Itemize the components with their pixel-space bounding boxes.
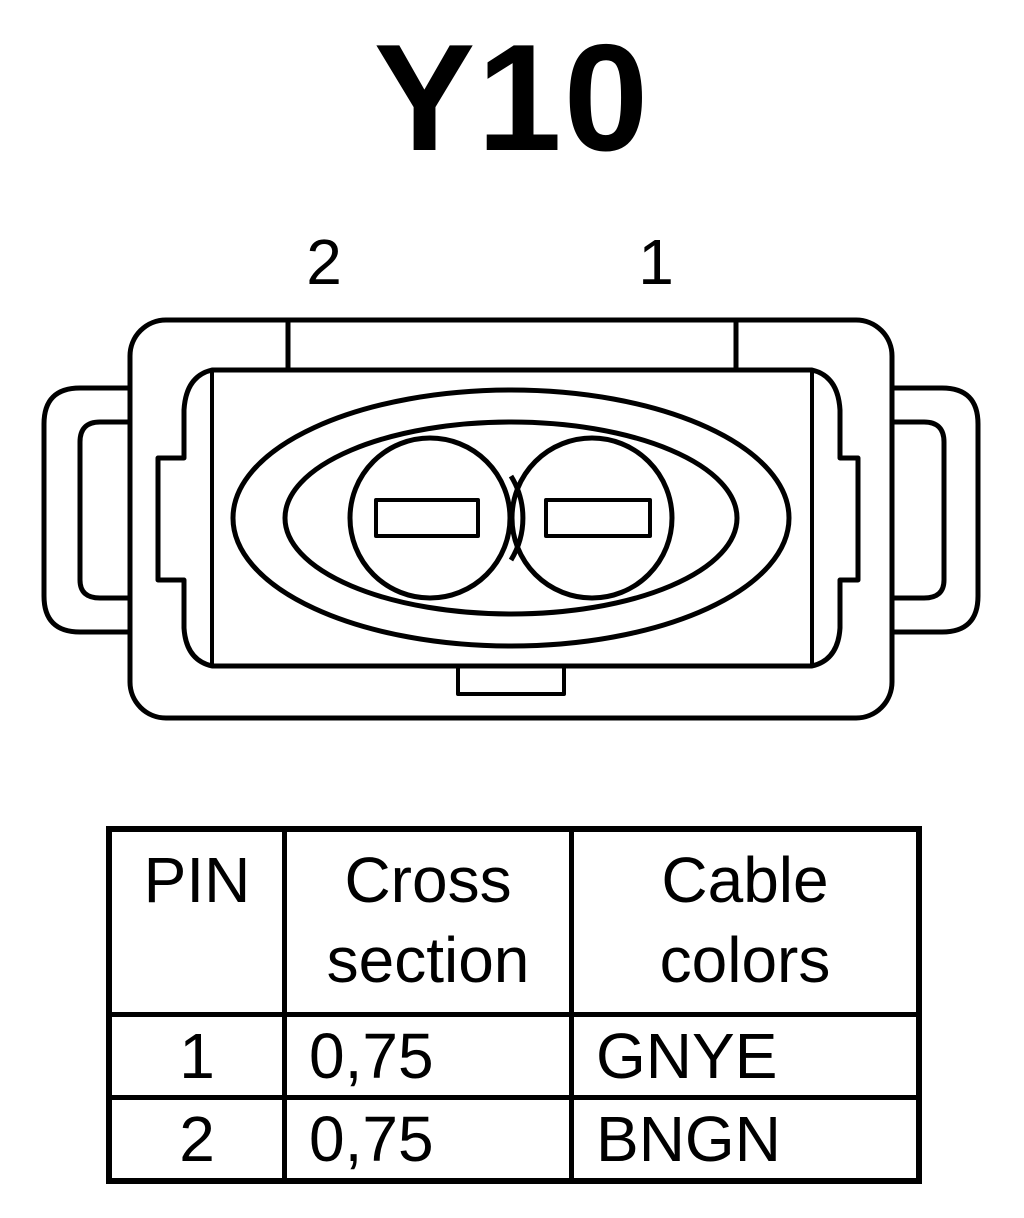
header-cable-colors: Cable colors [569, 826, 922, 1017]
row-cross-section: 0,75 [282, 1095, 574, 1184]
row-cable-color: BNGN [569, 1095, 922, 1184]
pin-label-2: 2 [306, 226, 342, 298]
pin-circle-overlap [508, 474, 526, 562]
inner-seal-ellipse [282, 419, 740, 617]
connector-drawing [41, 317, 981, 721]
header-pin-line-1: PIN [143, 844, 251, 916]
left-latch-inner [77, 419, 130, 601]
pin-label-1: 1 [638, 226, 674, 298]
pin-circle-1 [509, 435, 675, 601]
header-cross-section-line-1: Cross [344, 844, 512, 916]
row-cross-section: 0,75 [282, 1012, 574, 1100]
connector-housing [127, 317, 895, 721]
pin-table-header-row: PIN Cross section Cable colors [106, 826, 922, 1017]
left-latch [41, 385, 130, 635]
row-pin: 2 [106, 1095, 287, 1184]
row-pin: 1 [106, 1012, 287, 1100]
pin-slot-1 [544, 498, 652, 538]
connector-title: Y10 [373, 13, 651, 183]
right-latch [892, 385, 981, 635]
header-cross-section-line-2: section [326, 924, 530, 996]
outer-seal-ellipse [230, 387, 792, 649]
row-cable-color: GNYE [569, 1012, 922, 1100]
header-pin: PIN [106, 826, 287, 1017]
housing-bottom-tab [456, 664, 566, 696]
table-row: 1 0,75 GNYE [106, 1012, 922, 1100]
table-row: 2 0,75 BNGN [106, 1095, 922, 1184]
right-latch-inner [892, 419, 947, 601]
header-cable-colors-line-2: colors [659, 924, 831, 996]
header-cable-colors-line-1: Cable [661, 844, 829, 916]
header-cross-section: Cross section [282, 826, 574, 1017]
pin-table: PIN Cross section Cable colors 1 0,75 GN… [106, 826, 922, 1184]
pin-slot-2 [374, 498, 480, 538]
